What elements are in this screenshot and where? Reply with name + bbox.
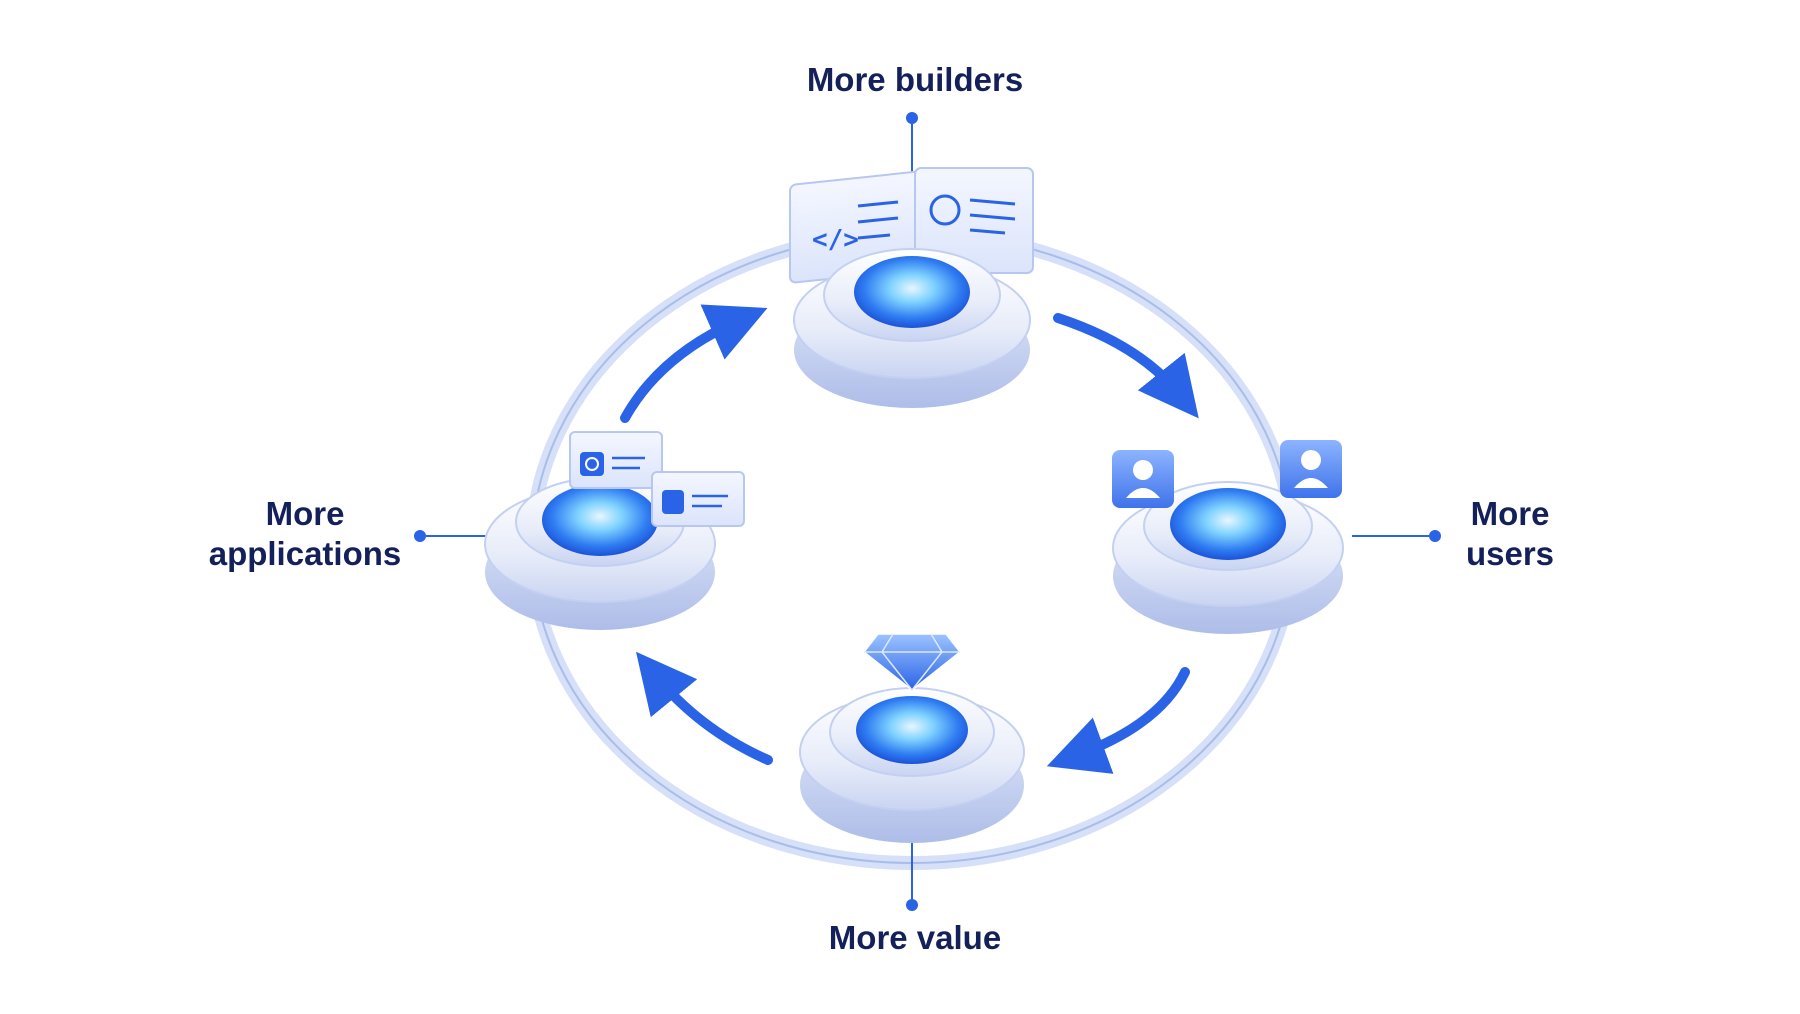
node-right — [1112, 440, 1344, 634]
label-more-users: More users — [1430, 494, 1590, 574]
label-line: More — [265, 495, 345, 532]
connector-dot-right — [1429, 530, 1441, 542]
node-top: </> — [789, 167, 1034, 408]
chart-window-icon — [914, 167, 1034, 274]
label-more-applications: More applications — [150, 494, 460, 574]
glow-core-right — [1170, 488, 1286, 560]
glow-core-top — [854, 256, 970, 328]
node-bottom — [799, 633, 1025, 843]
cycle-arrows — [620, 304, 1199, 774]
diamond-icon — [862, 633, 962, 692]
label-more-builders: More builders — [780, 60, 1050, 100]
arrow-top-to-right — [1053, 313, 1199, 419]
arrow-bottom-to-left — [635, 651, 773, 765]
user-card-icon — [1280, 440, 1342, 498]
label-more-value: More value — [780, 918, 1050, 958]
connector-dot-left — [414, 530, 426, 542]
label-line: users — [1465, 535, 1555, 572]
document-window-icon — [651, 471, 745, 527]
label-line: More builders — [806, 61, 1024, 98]
connector-dot-bottom — [906, 899, 918, 911]
arrow-right-to-bottom — [1046, 667, 1190, 774]
glow-core-bottom — [856, 696, 968, 764]
label-line: More value — [828, 919, 1002, 956]
label-line: applications — [208, 535, 402, 572]
user-card-icon — [1112, 450, 1174, 508]
node-left — [484, 431, 745, 630]
label-line: More — [1470, 495, 1550, 532]
connector-dot-top — [906, 112, 918, 124]
glow-core-left — [542, 484, 658, 556]
svg-text:</>: </> — [812, 225, 859, 255]
fingerprint-window-icon — [569, 431, 663, 489]
arrow-left-to-top — [620, 304, 768, 423]
